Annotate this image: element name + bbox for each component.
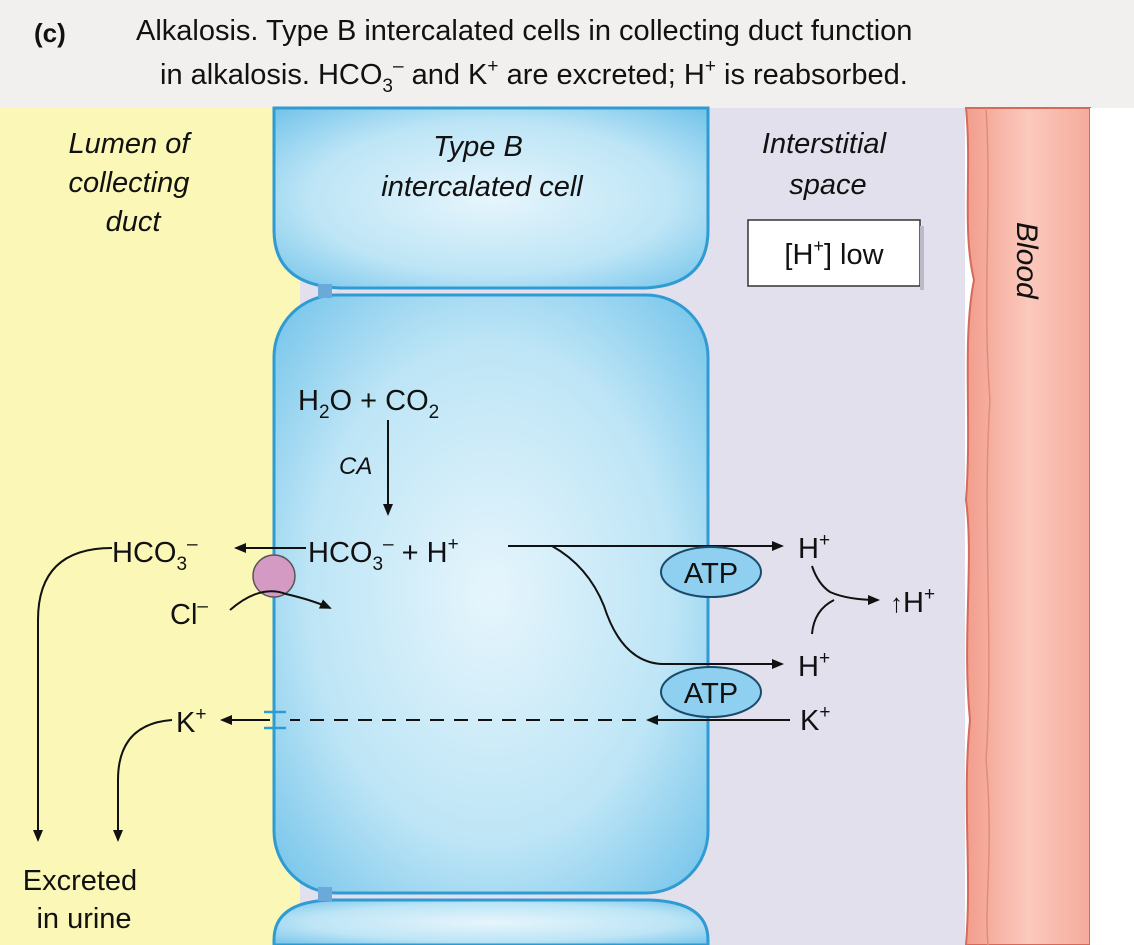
interstitial-h-upper: H+ (798, 530, 830, 565)
atp-pump-upper (660, 546, 762, 598)
h-low-box (747, 219, 921, 287)
atp-label-lower: ATP (684, 678, 738, 710)
h-path-lower (551, 545, 784, 669)
interstitial-k-label: K+ (800, 702, 830, 737)
h-low-box-shadow (920, 226, 924, 290)
h-merge-lower-curve (811, 599, 835, 635)
atp-pump-lower (660, 666, 762, 718)
k-excretion-arrow (113, 719, 173, 842)
header-line-1: Alkalosis. Type B intercalated cells in … (136, 15, 912, 47)
panel-letter: (c) (34, 18, 66, 48)
luminal-hco3-label: HCO3– (112, 534, 198, 575)
tight-junction-bottom (318, 887, 332, 901)
interstitial-label: Interstitial space (762, 128, 894, 201)
excreted-in-urine-label: Excreted in urine (23, 865, 146, 935)
blood-vessel-inner-line (985, 107, 991, 945)
right-margin (1090, 108, 1134, 945)
cl-label: Cl– (170, 596, 208, 631)
cl-uptake-arrow (229, 590, 332, 611)
increased-h-label: ↑H+ (890, 584, 935, 619)
upper-cell (272, 106, 710, 290)
hco3-excretion-arrow (33, 547, 113, 842)
lumen-label: Lumen of collecting duct (69, 128, 198, 238)
header-band (0, 0, 1134, 108)
header-line-2: in alkalosis. HCO3– and K+ are excreted;… (160, 56, 908, 97)
tight-junction-top (318, 284, 332, 298)
lower-cell (272, 898, 710, 945)
h-low-text: [H+] low (784, 236, 884, 271)
luminal-k-label: K+ (176, 704, 206, 739)
intracellular-hco3-h: HCO3– + H+ (308, 534, 459, 575)
atp-label-upper: ATP (684, 558, 738, 590)
blood-label: Blood (1010, 222, 1043, 300)
cell-label: Type B intercalated cell (381, 131, 584, 203)
blood-vessel (964, 107, 1091, 945)
h-merge-upper-curve (811, 565, 880, 605)
interstitial-h-lower: H+ (798, 648, 830, 683)
lumen-region (0, 108, 300, 945)
cl-hco3-exchanger (252, 554, 296, 598)
h2o-co2-label: H2O + CO2 (298, 385, 439, 423)
ca-label: CA (339, 453, 372, 480)
